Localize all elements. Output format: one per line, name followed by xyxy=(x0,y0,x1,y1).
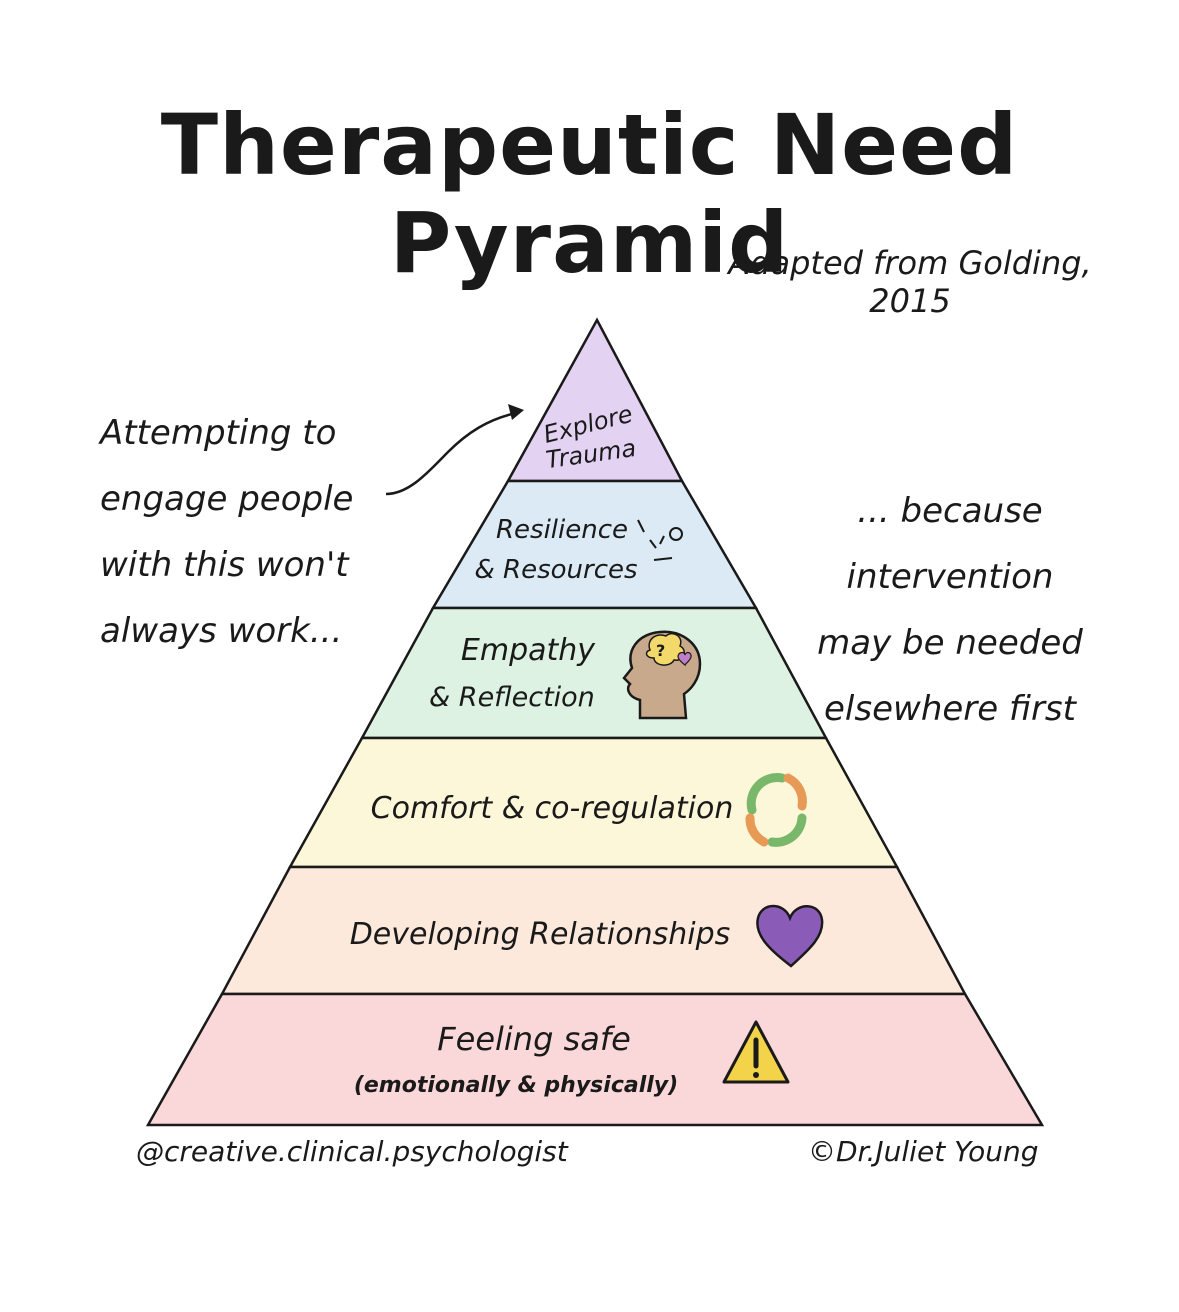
subtitle: Adapted from Golding, 2015 xyxy=(728,244,1092,320)
sparkle-icon xyxy=(637,519,683,561)
level-label: Empathy xyxy=(461,633,596,668)
footer-credit: ©Dr.Juliet Young xyxy=(808,1135,1039,1168)
cycle-arrows-icon xyxy=(745,773,807,847)
curved-arrow-icon xyxy=(385,404,524,496)
right-annotation: ... because intervention may be needed e… xyxy=(817,491,1083,729)
left-annotation: Attempting to engage people with this wo… xyxy=(100,413,354,651)
footer-handle: @creative.clinical.psychologist xyxy=(136,1135,568,1168)
level-label: Developing Relationships xyxy=(350,917,731,952)
level-label: & Resources xyxy=(474,555,637,585)
level-band-feeling-safe xyxy=(145,992,1045,1127)
level-band-empathy xyxy=(359,606,829,740)
level-label: (emotionally & physically) xyxy=(354,1073,678,1098)
warning-icon xyxy=(722,1020,790,1084)
page-title: Therapeutic Need Pyramid xyxy=(160,96,1019,292)
level-label: Resilience xyxy=(496,515,628,545)
level-label: Feeling safe xyxy=(437,1020,631,1058)
heart-icon xyxy=(756,904,824,968)
question-mark-icon: ? xyxy=(656,641,665,660)
head-thinking-icon: ? xyxy=(622,630,702,720)
level-label: Comfort & co-regulation xyxy=(371,791,734,826)
level-label: & Reflection xyxy=(429,682,595,713)
